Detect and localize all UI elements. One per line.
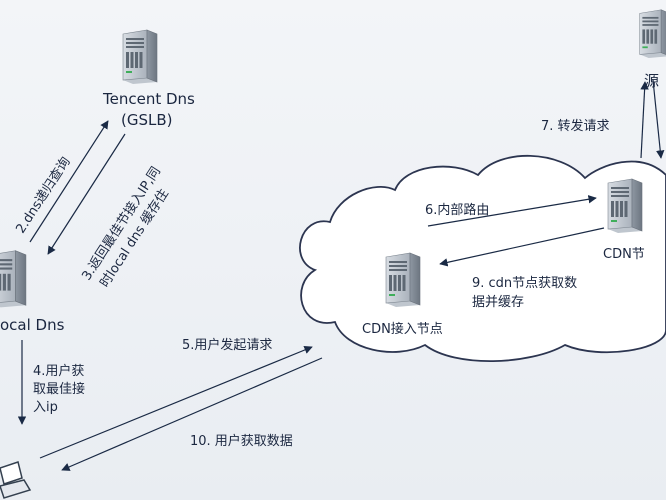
tencent-dns-server-icon [122, 29, 158, 84]
laptop-icon [0, 461, 32, 499]
arrow-step6 [427, 195, 597, 227]
tencent-dns-title: Tencent Dns [103, 90, 195, 108]
arrow-step9 [439, 227, 605, 267]
step10-label: 10. 用户获取数据 [190, 434, 293, 449]
local-dns-server-icon [0, 250, 27, 308]
arrow-step8 [652, 79, 665, 159]
cdn-node-title: CDN节 [603, 247, 645, 262]
arrow-step2 [29, 120, 109, 243]
cdn-node-server-icon [607, 178, 643, 234]
arrow-step5 [39, 345, 313, 459]
cdn-cloud [299, 154, 666, 363]
step5-label: 5.用户发起请求 [182, 338, 273, 353]
origin-server-icon [639, 9, 666, 58]
arrow-step3 [47, 133, 126, 255]
arrow-step7 [640, 81, 649, 159]
step6-label: 6.内部路由 [425, 203, 490, 218]
cdn-access-server-icon [385, 252, 421, 308]
step7-label: 7. 转发请求 [541, 119, 610, 134]
step4-label-line3: 入ip [33, 400, 58, 415]
tencent-dns-subtitle: (GSLB) [121, 111, 173, 129]
step9-label-line1: 9. cdn节点获取数 [472, 276, 578, 291]
step9-label-line2: 据并缓存 [472, 295, 525, 310]
arrow-step10 [61, 357, 323, 471]
cdn-access-title: CDN接入节点 [362, 322, 443, 337]
step4-label-line2: 取最佳接 [33, 382, 86, 397]
step4-label-line1: 4.用户获 [33, 364, 85, 379]
local-dns-title: ocal Dns [0, 316, 65, 334]
origin-title: 源 [644, 72, 660, 90]
